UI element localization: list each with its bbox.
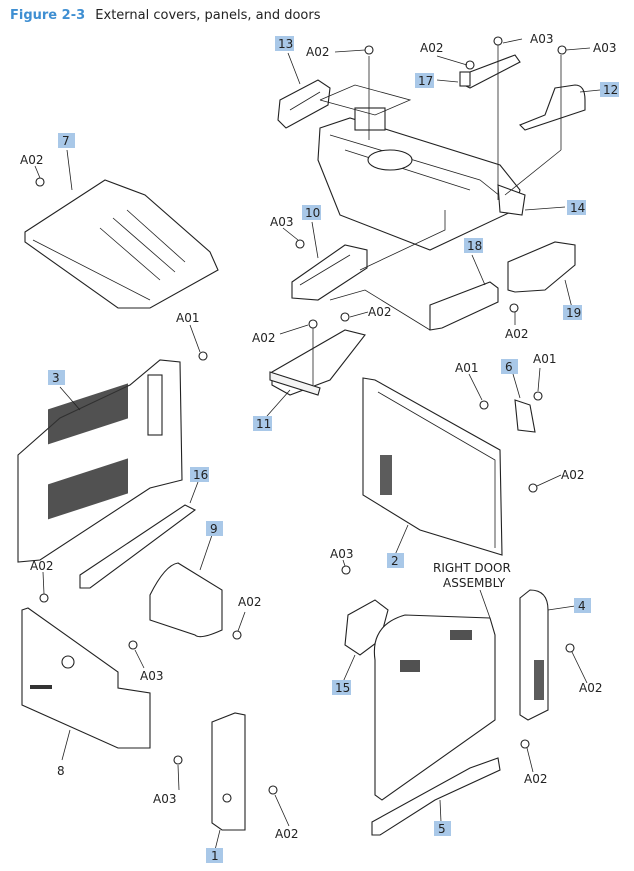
- figure-caption: External covers, panels, and doors: [95, 8, 321, 23]
- part-17: [459, 54, 521, 89]
- callout-4: 4: [574, 598, 591, 613]
- svg-text:14: 14: [570, 201, 585, 215]
- screw-label: A01: [455, 361, 478, 375]
- svg-text:12: 12: [603, 83, 618, 97]
- svg-text:4: 4: [578, 599, 586, 613]
- screw-label: A01: [533, 352, 556, 366]
- screw-label: A03: [153, 792, 176, 806]
- screw-label: A03: [140, 669, 163, 683]
- callout-12: 12: [600, 82, 619, 97]
- part-1: [211, 712, 246, 831]
- screw-label: A02: [368, 305, 391, 319]
- screws: [35, 36, 575, 795]
- callout-19: 19: [563, 305, 582, 320]
- part-5: [371, 757, 501, 836]
- callout-9: 9: [206, 521, 223, 536]
- svg-text:7: 7: [62, 134, 70, 148]
- figure-title: Figure 2-3 External covers, panels, and …: [10, 8, 321, 23]
- part-13: [277, 79, 331, 129]
- leader-lines: [34, 38, 601, 851]
- svg-text:18: 18: [467, 239, 482, 253]
- screw-label: A02: [524, 772, 547, 786]
- callout-14: 14: [567, 200, 586, 215]
- part-top-cover: [317, 107, 526, 251]
- part-12: [519, 84, 586, 131]
- screw-label: A02: [238, 595, 261, 609]
- part-19: [507, 241, 576, 293]
- callout-8: 8: [57, 764, 65, 778]
- svg-text:8: 8: [57, 764, 65, 778]
- callout-7: 7: [58, 133, 75, 148]
- screw-label: A02: [20, 153, 43, 167]
- screw-label: A02: [252, 331, 275, 345]
- callout-10: 10: [302, 205, 321, 220]
- callout-3: 3: [48, 370, 65, 385]
- part-7-output-tray: [24, 179, 219, 309]
- part-3-left-panel: [17, 359, 183, 563]
- callout-2: 2: [387, 553, 404, 568]
- callout-11: 11: [253, 416, 272, 431]
- screw-label: A02: [275, 827, 298, 841]
- part-16: [79, 504, 197, 589]
- part-6: [514, 399, 536, 433]
- figure-number: Figure 2-3: [10, 8, 86, 23]
- screw-label: A02: [30, 559, 53, 573]
- part-2-right-panel: [362, 377, 503, 556]
- part-right-door-assembly: [373, 614, 496, 801]
- callout-16: 16: [190, 467, 209, 482]
- svg-text:5: 5: [438, 822, 446, 836]
- svg-text:13: 13: [278, 37, 293, 51]
- screw-label: A03: [593, 41, 616, 55]
- callout-6: 6: [501, 359, 518, 374]
- callout-1: 1: [206, 848, 223, 863]
- svg-text:11: 11: [256, 417, 271, 431]
- screw-label: A03: [270, 215, 293, 229]
- screw-label: A02: [505, 327, 528, 341]
- callout-13: 13: [275, 36, 294, 51]
- part-9: [149, 562, 223, 638]
- svg-text:17: 17: [418, 74, 433, 88]
- screw-label: A01: [176, 311, 199, 325]
- svg-text:6: 6: [505, 360, 513, 374]
- svg-text:9: 9: [210, 522, 218, 536]
- callout-17: 17: [415, 73, 434, 88]
- callout-5: 5: [434, 821, 451, 836]
- part-4: [519, 589, 549, 721]
- svg-text:2: 2: [391, 554, 399, 568]
- screw-label: A03: [330, 547, 353, 561]
- screw-label: A03: [530, 32, 553, 46]
- screw-label: A02: [561, 468, 584, 482]
- svg-text:15: 15: [335, 681, 350, 695]
- svg-text:10: 10: [305, 206, 320, 220]
- part-8: [21, 607, 151, 749]
- svg-text:3: 3: [52, 371, 60, 385]
- screw-label: A02: [306, 45, 329, 59]
- svg-text:19: 19: [566, 306, 581, 320]
- svg-text:1: 1: [211, 849, 219, 863]
- part-10: [291, 244, 368, 301]
- screw-label: A02: [579, 681, 602, 695]
- callout-18: 18: [464, 238, 483, 253]
- callout-15: 15: [332, 680, 351, 695]
- screw-label: A02: [420, 41, 443, 55]
- part-18: [429, 281, 499, 331]
- part-11: [269, 329, 366, 396]
- assembly-label-line2: ASSEMBLY: [443, 576, 506, 590]
- assembly-label-line1: RIGHT DOOR: [433, 561, 511, 575]
- svg-text:16: 16: [193, 468, 208, 482]
